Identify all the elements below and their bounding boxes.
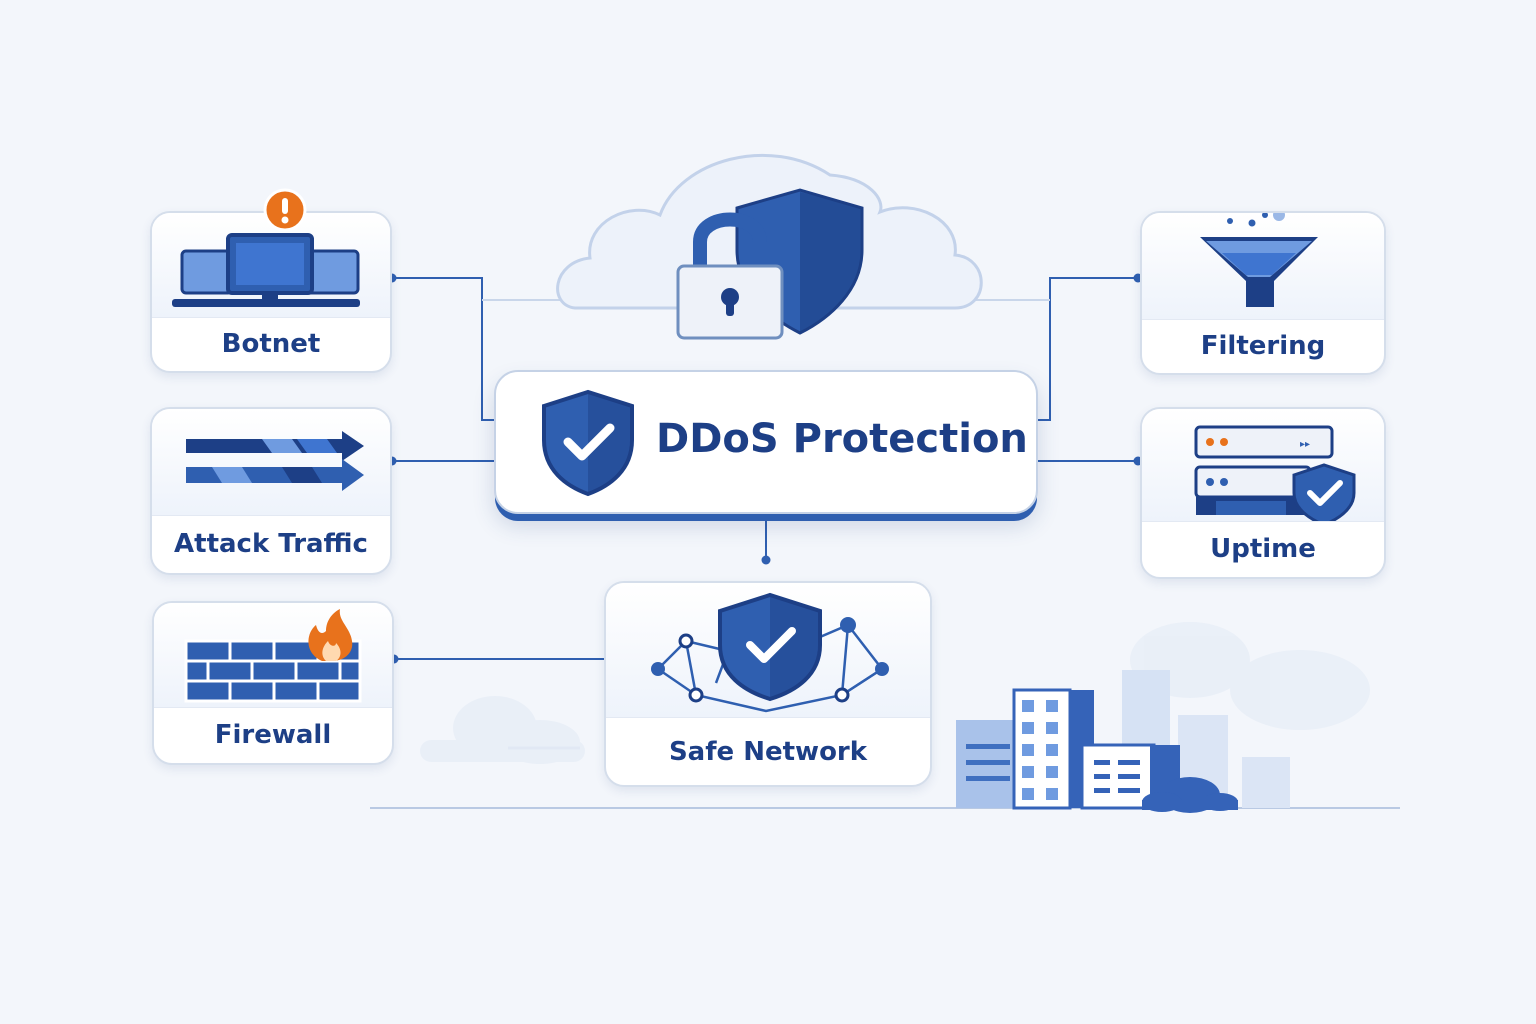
shield-check-icon [542, 389, 634, 497]
traffic-arrows-icon [186, 431, 364, 491]
node-botnet-label: Botnet [221, 329, 321, 359]
firewall-icon [184, 609, 362, 703]
connector-filtering [1036, 277, 1138, 421]
node-botnet[interactable]: Botnet [150, 211, 392, 373]
node-filtering[interactable]: Filtering [1140, 211, 1386, 375]
node-firewall-label: Firewall [214, 720, 332, 750]
connector-botnet [392, 277, 494, 421]
svg-text:▸▸: ▸▸ [1300, 439, 1310, 450]
node-uptime[interactable]: ▸▸ Uptime [1140, 407, 1386, 579]
node-attack-traffic[interactable]: Attack Traffic [150, 407, 392, 575]
node-safe-network-label: Safe Network [668, 737, 868, 767]
node-attack-traffic-label: Attack Traffic [174, 529, 368, 559]
funnel-icon [1200, 213, 1318, 307]
node-safe-network[interactable]: Safe Network [604, 581, 932, 787]
node-attack-traffic-icon-zone [152, 409, 390, 516]
center-node-ddos-protection[interactable]: DDoS Protection [494, 370, 1038, 514]
warning-alert-icon [263, 188, 307, 232]
server-shield-icon: ▸▸ [1194, 425, 1356, 521]
cloud-lock-shield-icon [556, 153, 983, 340]
node-filtering-label: Filtering [1200, 331, 1326, 361]
city-skyline-icon [956, 670, 1290, 813]
botnet-computers-icon [172, 233, 360, 307]
center-node-title: DDoS Protection [656, 416, 1028, 462]
network-shield-icon [651, 592, 889, 713]
background-cloud-left-icon [420, 696, 585, 764]
node-firewall[interactable]: Firewall [152, 601, 394, 765]
node-uptime-label: Uptime [1210, 534, 1316, 564]
